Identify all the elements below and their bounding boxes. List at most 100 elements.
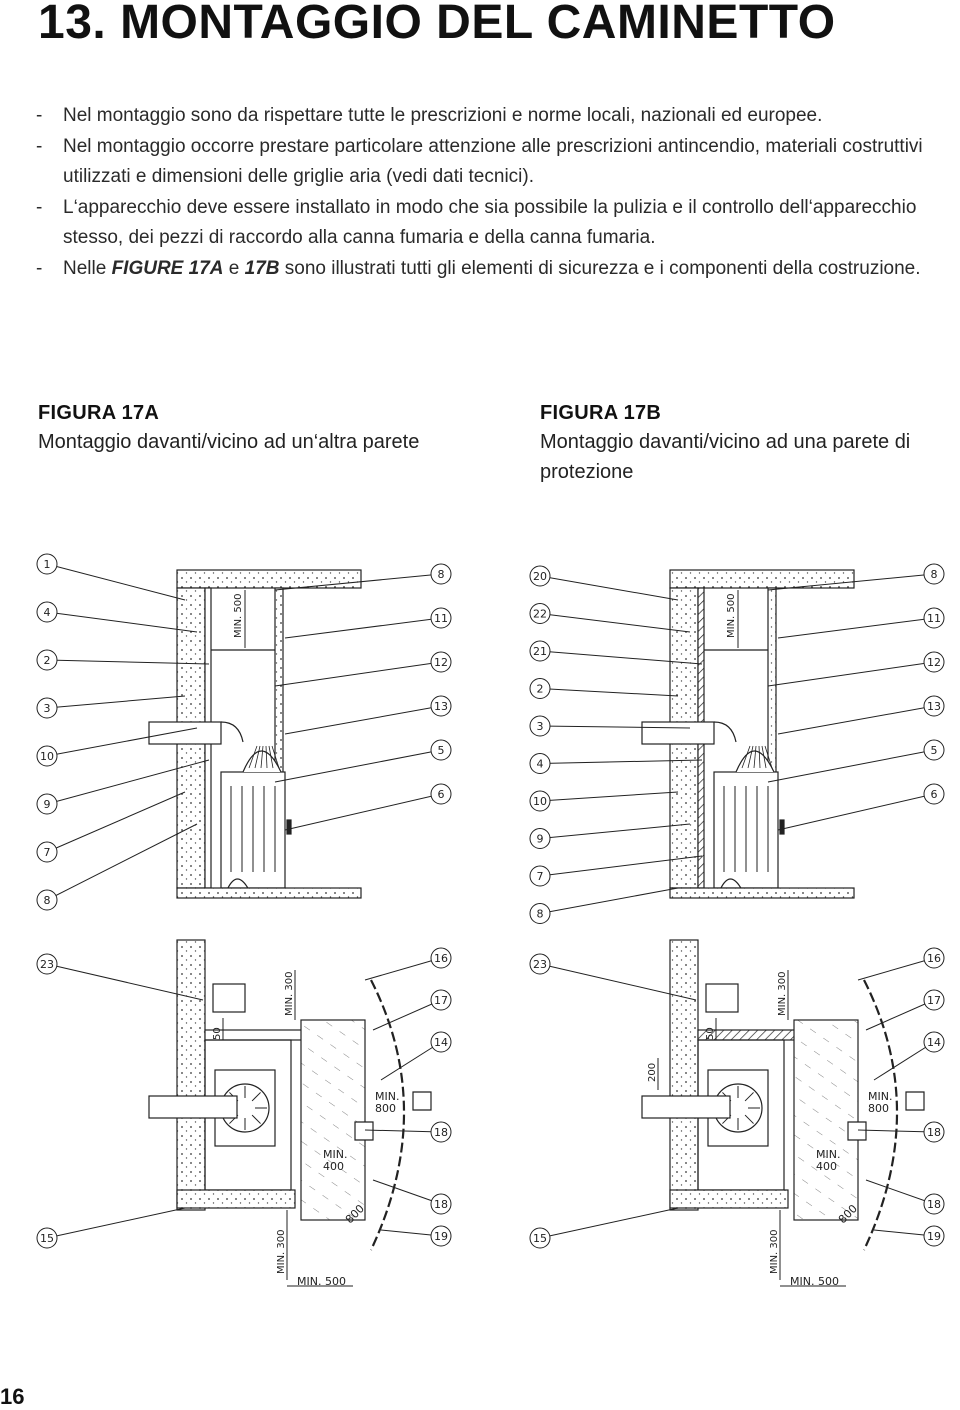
leader-line bbox=[284, 793, 442, 831]
list-item: -Nelle FIGURE 17A e 17B sono illustrati … bbox=[36, 257, 921, 279]
floor-plate bbox=[176, 887, 362, 899]
callout-circle bbox=[529, 678, 551, 699]
callout-number: 2 bbox=[44, 654, 51, 667]
callout-circle bbox=[430, 1193, 452, 1215]
callout-number: 10 bbox=[40, 750, 54, 763]
front-slab bbox=[176, 1189, 296, 1209]
callout-number: 7 bbox=[537, 870, 544, 883]
leader-line bbox=[777, 617, 935, 639]
leader-line bbox=[274, 573, 442, 591]
flue-pipe bbox=[641, 721, 715, 745]
callout-number: 6 bbox=[931, 788, 938, 801]
leader-line bbox=[767, 573, 935, 591]
dome-rib bbox=[758, 745, 761, 769]
flue-bend bbox=[220, 721, 244, 743]
dimension-label: MIN. 500 bbox=[726, 593, 737, 638]
dimension-label: MIN.400 bbox=[816, 1148, 840, 1173]
callout-number: 22 bbox=[533, 608, 547, 621]
wall-box bbox=[212, 983, 246, 1013]
leader-line bbox=[46, 659, 210, 665]
callout-number: 1 bbox=[44, 558, 51, 571]
dimension-label: 50 bbox=[705, 1027, 716, 1040]
leader-line bbox=[539, 823, 691, 839]
stove-foot bbox=[719, 878, 743, 891]
leader-line bbox=[284, 705, 442, 735]
callout-circle bbox=[923, 607, 945, 629]
callout-circle bbox=[529, 790, 551, 812]
dome-rib bbox=[753, 745, 757, 769]
callout-number: 18 bbox=[434, 1126, 448, 1139]
callout-circle bbox=[36, 953, 58, 975]
callout-number: 23 bbox=[40, 958, 54, 971]
callout-number: 18 bbox=[434, 1198, 448, 1211]
leader-line bbox=[46, 1207, 186, 1239]
leader-line bbox=[364, 957, 442, 981]
furniture-symbol bbox=[847, 1121, 867, 1141]
callout-number: 9 bbox=[44, 798, 51, 811]
callout-circle bbox=[529, 865, 551, 887]
callout-number: 13 bbox=[927, 700, 941, 713]
callout-circle bbox=[529, 903, 551, 924]
firebox-rib bbox=[251, 1114, 261, 1124]
callout-circle bbox=[430, 947, 452, 969]
callout-circle bbox=[529, 828, 551, 849]
dimension-label: MIN. 500 bbox=[233, 593, 244, 638]
front-slab bbox=[669, 1189, 789, 1209]
floor-plate bbox=[669, 887, 855, 899]
figure-b-caption: Montaggio davanti/vicino ad una parete d… bbox=[540, 431, 911, 483]
callout-circle bbox=[923, 989, 945, 1011]
callout-circle bbox=[529, 953, 551, 975]
page-title: 13. MONTAGGIO DEL CAMINETTO bbox=[38, 0, 836, 49]
leader-line bbox=[539, 1207, 679, 1239]
figure-a-caption: Montaggio davanti/vicino ad un‘altra par… bbox=[38, 431, 420, 453]
callout-circle bbox=[923, 783, 945, 805]
leader-line bbox=[539, 963, 697, 1001]
callout-circle bbox=[430, 695, 452, 717]
callout-circle bbox=[923, 1225, 945, 1247]
callout-circle bbox=[430, 1121, 452, 1143]
dimension-label: 50 bbox=[212, 1027, 223, 1040]
ceiling-slab bbox=[669, 569, 855, 589]
leader-line bbox=[372, 999, 442, 1031]
leader-line bbox=[364, 1129, 442, 1133]
callout-circle bbox=[529, 565, 551, 587]
callout-number: 20 bbox=[533, 570, 547, 583]
callout-circle bbox=[36, 889, 58, 911]
callout-circle bbox=[529, 640, 551, 662]
callout-circle bbox=[529, 715, 551, 737]
callout-number: 18 bbox=[927, 1198, 941, 1211]
leader-line bbox=[865, 1179, 935, 1205]
flue-bend bbox=[713, 721, 737, 743]
callout-number: 12 bbox=[434, 656, 448, 669]
callout-circle bbox=[36, 841, 58, 863]
leader-line bbox=[539, 791, 679, 802]
dome-rib bbox=[764, 745, 773, 769]
callout-number: 3 bbox=[537, 720, 544, 733]
firebox-rib bbox=[744, 1092, 754, 1102]
leader-line bbox=[380, 1041, 442, 1081]
dimension-label: MIN.400 bbox=[323, 1148, 347, 1173]
callout-circle bbox=[430, 783, 452, 805]
callout-circle bbox=[529, 603, 551, 624]
callout-circle bbox=[36, 1227, 58, 1249]
leader-line bbox=[46, 823, 198, 901]
callout-number: 14 bbox=[927, 1036, 941, 1049]
callout-circle bbox=[430, 989, 452, 1011]
dimension-label: MIN. 300 bbox=[777, 971, 788, 1016]
side-wall bbox=[669, 939, 699, 1211]
radiation-zone bbox=[793, 1019, 859, 1221]
dimension-label: 200 bbox=[647, 1063, 658, 1082]
furniture-symbol bbox=[905, 1091, 925, 1111]
callout-number: 5 bbox=[438, 744, 445, 757]
list-item: -L‘apparecchio deve essere installato in… bbox=[36, 196, 917, 249]
leader-line bbox=[46, 611, 198, 633]
callout-circle bbox=[923, 1193, 945, 1215]
leader-line bbox=[372, 1179, 442, 1205]
dimension-label: MIN. 300 bbox=[276, 1229, 287, 1274]
dome-rib bbox=[260, 745, 264, 769]
stove-dome bbox=[735, 750, 775, 773]
list-item: -Nel montaggio sono da rispettare tutte … bbox=[36, 105, 823, 126]
callout-number: 23 bbox=[533, 958, 547, 971]
safety-arc bbox=[863, 979, 899, 1251]
